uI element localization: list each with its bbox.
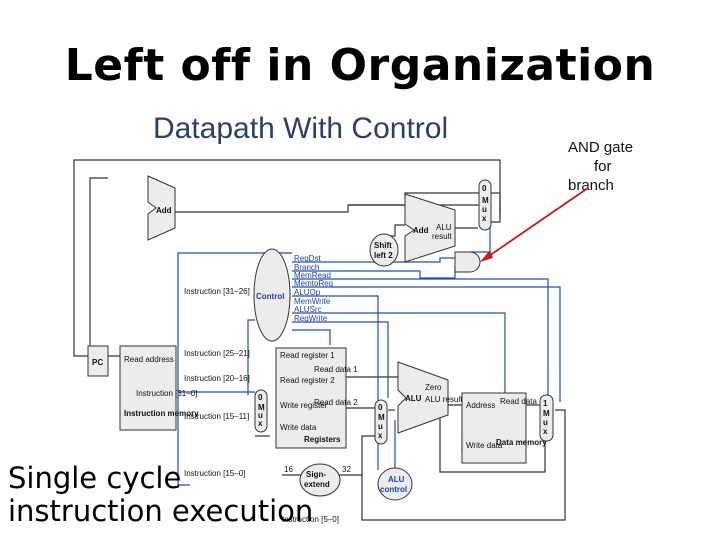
branch-adder-alu: ALU	[436, 223, 452, 232]
memtoreg-mux: 1 M u x	[539, 394, 554, 442]
regs-wd: Write data	[280, 423, 317, 432]
caption-line-1: Single cycle	[8, 461, 182, 495]
mux3-zero: 0	[378, 403, 383, 412]
alu-zero: Zero	[425, 383, 442, 392]
field-31-26: Instruction [31–26]	[184, 287, 250, 296]
slide-title: Left off in Organization	[64, 40, 656, 91]
signal-branch: Branch	[294, 263, 319, 272]
mux1-u: u	[482, 205, 487, 214]
sign-extend: Sign- extend 16 32	[284, 463, 351, 497]
annotation-arrow	[480, 187, 589, 262]
shift-label-1: Shift	[374, 241, 392, 250]
mux4-m: M	[543, 409, 550, 418]
branch-adder-result: result	[432, 232, 452, 241]
mux1-m: M	[482, 196, 489, 205]
aluctl-l1: ALU	[388, 475, 405, 484]
alu-result-label: ALU result	[425, 395, 463, 404]
regs-wr: Write register	[280, 401, 328, 410]
field-25-21: Instruction [25–21]	[184, 349, 250, 358]
instruction-field-labels: Instruction [31–26] Instruction [25–21] …	[184, 287, 339, 524]
data-memory: Address Read data Write data Data memory	[461, 392, 547, 464]
signal-memtoreg: MemtoReg	[294, 279, 333, 288]
mux2-m: M	[258, 403, 265, 412]
pc-source-mux: 0 M u x	[478, 179, 492, 231]
program-counter: PC	[87, 345, 109, 377]
annotation-line-1: AND gate	[568, 139, 634, 156]
regdst-mux: 0 M u x	[254, 389, 268, 433]
dmem-name: Data memory	[496, 438, 547, 447]
signal-regwrite: RegWrite	[294, 314, 328, 323]
mux4-one: 1	[543, 399, 548, 408]
mux2-u: u	[258, 411, 263, 420]
caption-line-2: instruction execution	[8, 494, 314, 528]
signext-out-bits: 32	[342, 465, 351, 474]
shift-label-2: left 2	[374, 251, 393, 260]
branch-adder: Add ALU result	[404, 193, 456, 263]
pc-adder-label: Add	[156, 206, 172, 215]
regs-name: Registers	[304, 435, 341, 444]
alusrc-mux: 0 M u x	[374, 399, 388, 445]
signext-l2: extend	[304, 480, 330, 489]
main-alu: ALU Zero ALU result	[397, 361, 463, 434]
slide-caption: Single cycle instruction execution	[8, 462, 313, 528]
signal-aluop: ALUOp	[294, 288, 321, 297]
regs-rr2: Read register 2	[280, 376, 335, 385]
pc-label: PC	[92, 358, 103, 367]
control-wires	[177, 222, 561, 486]
pc-adder: Add	[147, 175, 176, 241]
alu-result-text: ALU result	[425, 395, 463, 404]
signal-alusrc: ALUSrc	[294, 305, 322, 314]
mux1-x: x	[482, 214, 487, 223]
dmem-address: Address	[466, 401, 495, 410]
mux2-x: x	[258, 419, 263, 428]
alu-label: ALU	[405, 394, 422, 403]
dmem-write-data: Write data	[466, 441, 503, 450]
control-signal-labels: RegDst Branch MemRead MemtoReg ALUOp Mem…	[294, 254, 333, 323]
signext-l1: Sign-	[306, 470, 326, 479]
and-gate	[454, 251, 481, 273]
mux2-zero: 0	[258, 393, 263, 402]
mux4-u: u	[543, 418, 548, 427]
signal-regdst: RegDst	[294, 254, 321, 263]
control-unit: Control	[253, 248, 291, 342]
register-file: Read register 1 Read register 2 Write re…	[275, 347, 358, 449]
alu-control: ALU control	[377, 467, 413, 501]
mux4-x: x	[543, 427, 548, 436]
regs-rr1: Read register 1	[280, 351, 335, 360]
signal-memread: MemRead	[294, 271, 331, 280]
and-gate-annotation: AND gate for branch	[568, 138, 658, 195]
mux1-zero: 0	[482, 184, 487, 193]
field-5-0: Instruction [5–0]	[282, 515, 339, 524]
shift-left-2: Shift left 2	[369, 233, 399, 267]
instruction-memory: Read address Instruction [31–0] Instruct…	[119, 345, 199, 431]
field-20-16: Instruction [20–16]	[184, 374, 250, 383]
mux3-u: u	[378, 422, 383, 431]
field-15-0: Instruction [15–0]	[184, 469, 245, 478]
annotation-line-2: for	[594, 158, 612, 175]
imem-instruction: Instruction [31–0]	[136, 389, 197, 398]
branch-adder-add: Add	[413, 226, 429, 235]
signal-memwrite: MemWrite	[294, 297, 331, 306]
annotation-line-3: branch	[568, 177, 614, 194]
diagram-title: Datapath With Control	[153, 112, 449, 145]
regs-rd1: Read data 1	[314, 365, 358, 374]
control-label: Control	[256, 292, 284, 301]
mux3-x: x	[378, 431, 383, 440]
regs-rd2: Read data 2	[314, 398, 358, 407]
mux3-m: M	[378, 413, 385, 422]
imem-read-address: Read address	[124, 355, 174, 364]
signext-in-bits: 16	[284, 465, 293, 474]
aluctl-l2: control	[380, 485, 407, 494]
dmem-read-data: Read data	[500, 397, 537, 406]
field-15-11: Instruction [15–11]	[184, 412, 249, 421]
imem-name: Instruction memory	[124, 409, 199, 418]
